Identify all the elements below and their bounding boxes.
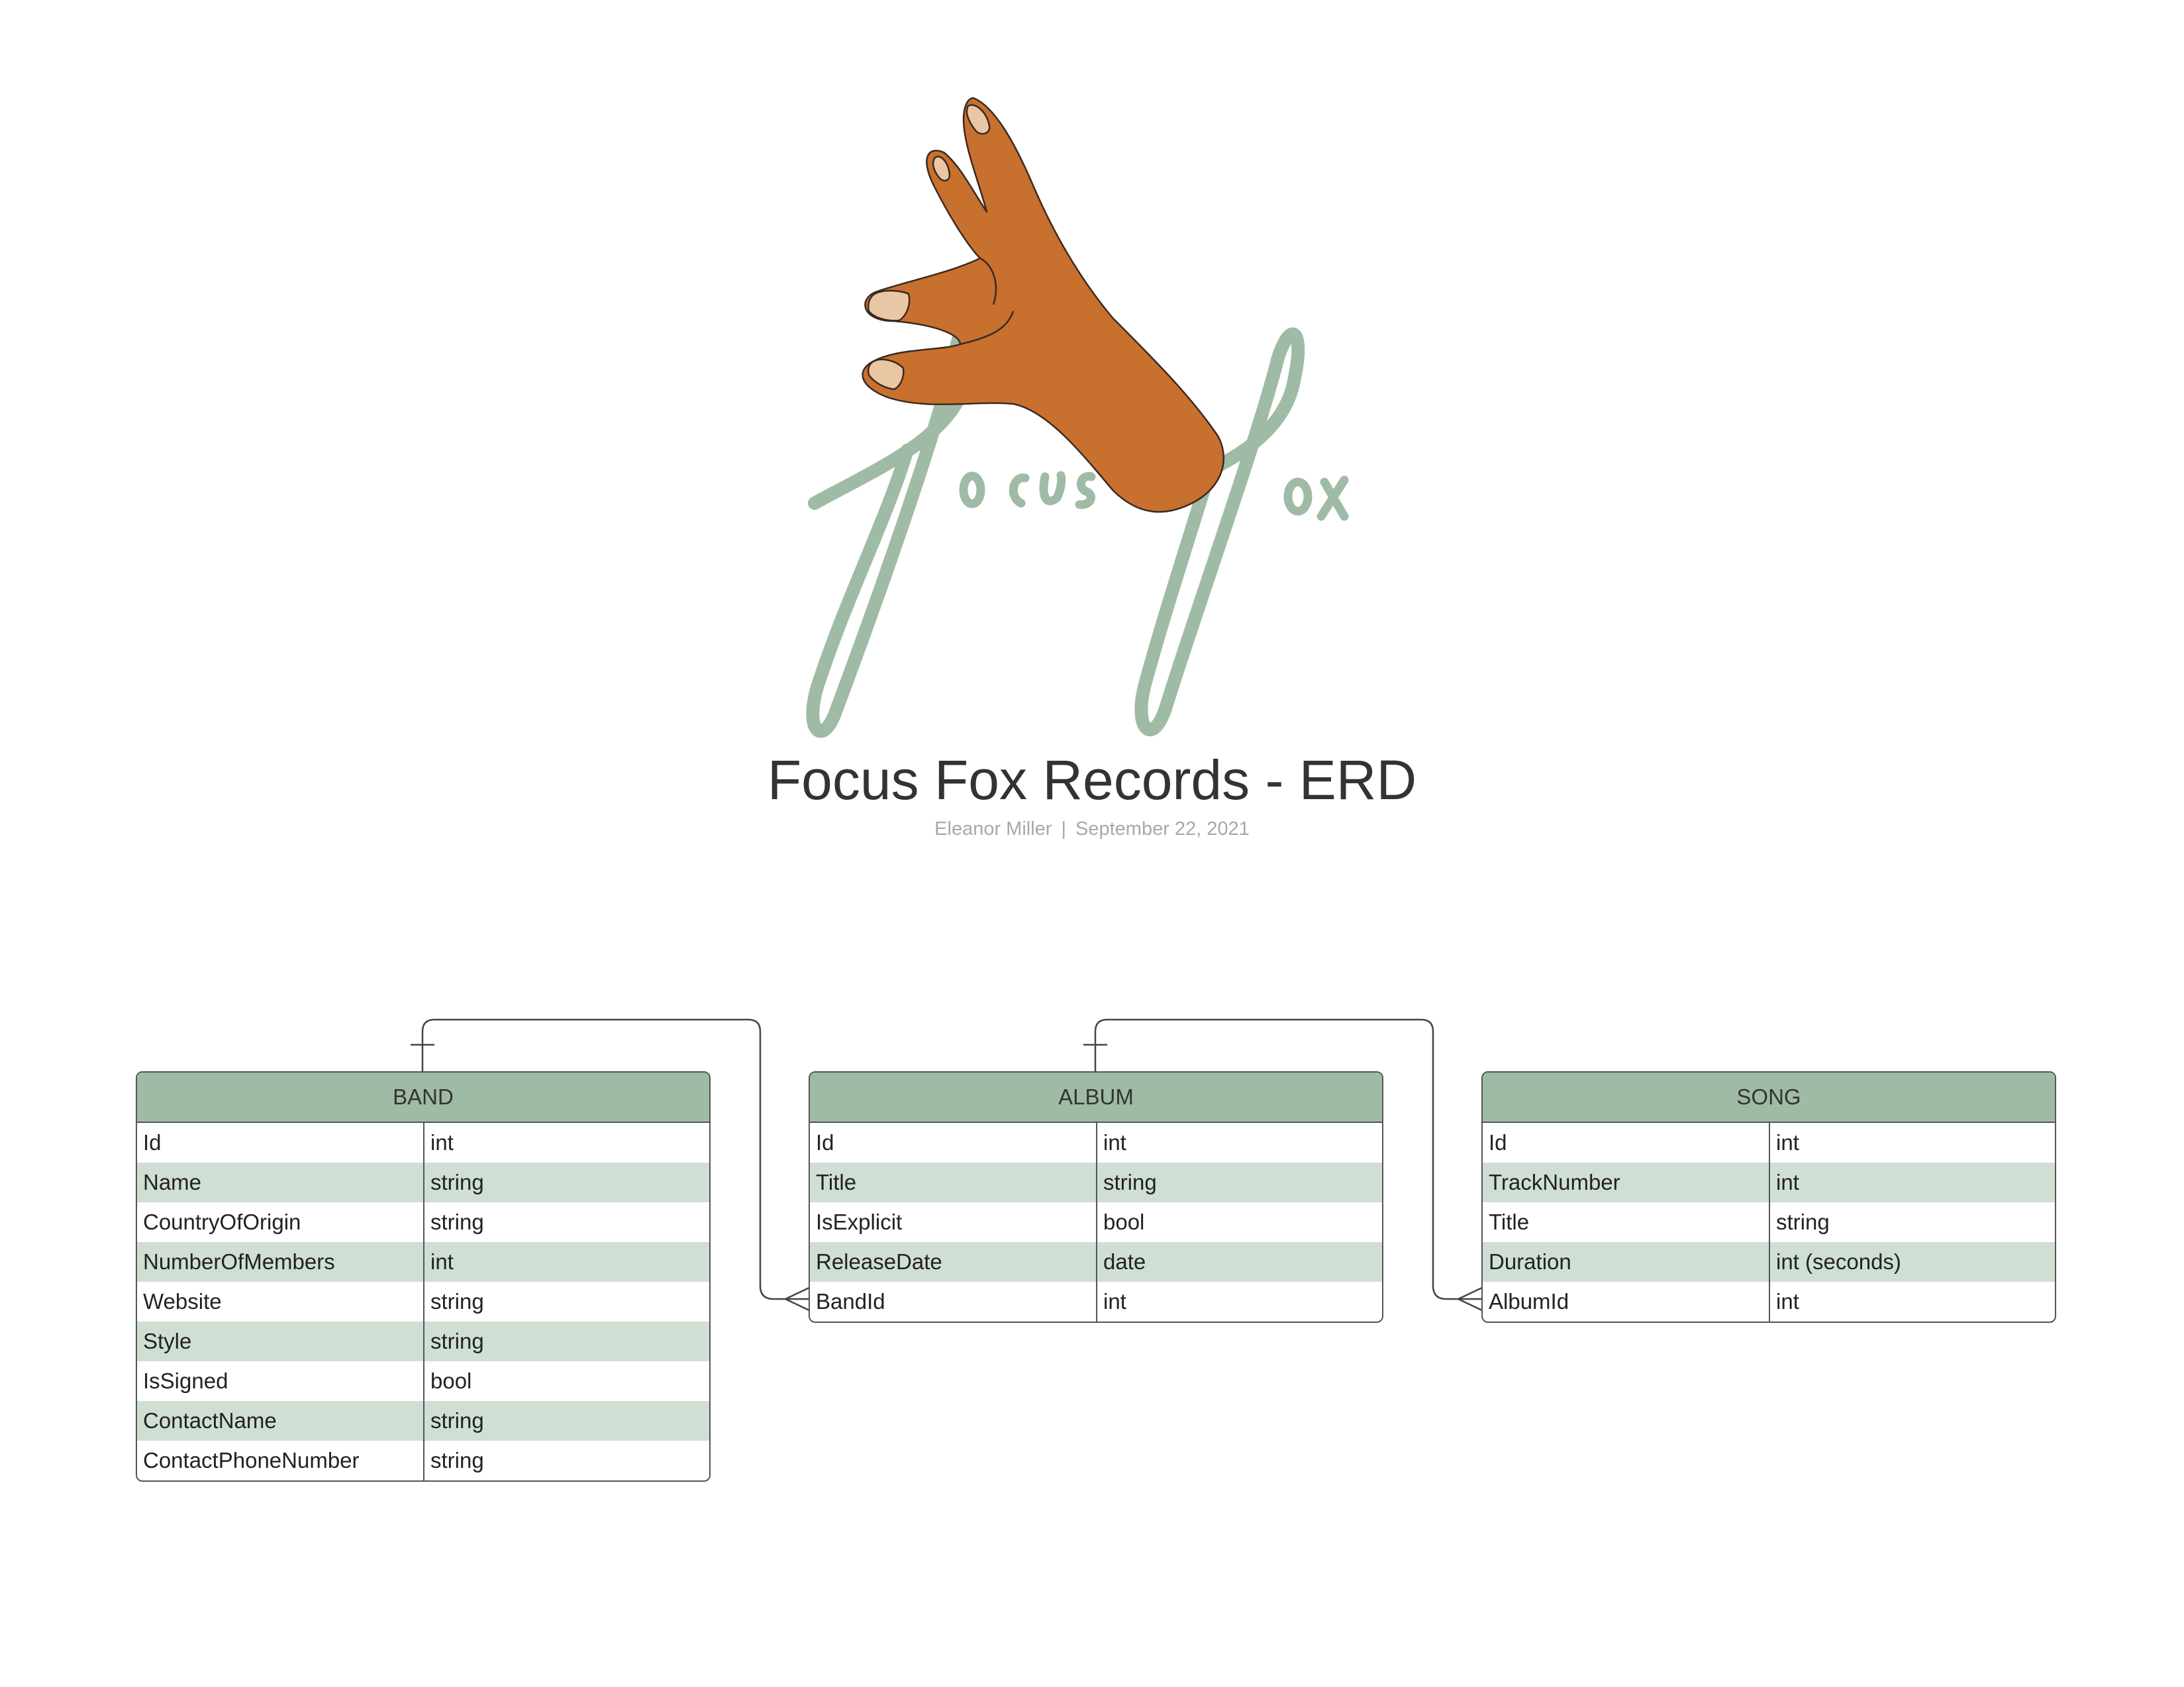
- logo-hand-nail-2: [932, 156, 951, 182]
- field-name: NumberOfMembers: [137, 1242, 424, 1282]
- logo-script-x: [1316, 475, 1349, 521]
- focus-fox-logo: [806, 97, 1349, 738]
- logo-hand-nail-3: [868, 289, 911, 322]
- logo-script-u: [1039, 471, 1066, 506]
- field-name: IsSigned: [137, 1361, 424, 1401]
- field-type: bool: [1103, 1210, 1145, 1234]
- field-name: BandId: [810, 1282, 1097, 1322]
- field-type: string: [1776, 1210, 1830, 1234]
- logo-script-o1: [959, 471, 985, 508]
- field-name: Title: [810, 1163, 1097, 1202]
- field-type: string: [430, 1408, 484, 1433]
- field-name: Name: [137, 1163, 424, 1202]
- field-type: int: [1776, 1289, 1799, 1314]
- field-name: Title: [1483, 1202, 1770, 1242]
- logo-script-c: [1009, 473, 1030, 508]
- field-name: Duration: [1483, 1242, 1770, 1282]
- field-name: Id: [1483, 1123, 1770, 1163]
- field-row[interactable]: TrackNumber int: [1483, 1163, 2055, 1202]
- field-type: string: [430, 1170, 484, 1194]
- field-name: Style: [137, 1322, 424, 1361]
- field-type: int: [1103, 1289, 1126, 1314]
- diagram-subtitle: Eleanor Miller | September 22, 2021: [0, 818, 2184, 840]
- field-type: string: [430, 1448, 484, 1472]
- relationship-band-album: [421, 1018, 811, 1300]
- entity-header: BAND: [137, 1073, 709, 1123]
- field-row[interactable]: AlbumId int: [1483, 1282, 2055, 1322]
- field-type: int: [1776, 1130, 1799, 1155]
- field-name: ContactPhoneNumber: [137, 1441, 424, 1480]
- field-type: int (seconds): [1776, 1249, 1901, 1274]
- field-type: string: [430, 1329, 484, 1353]
- field-type: int: [430, 1249, 454, 1274]
- entity-header: ALBUM: [810, 1073, 1382, 1123]
- diagram-date: September 22, 2021: [1075, 818, 1250, 840]
- field-type: string: [430, 1289, 484, 1314]
- diagram-title: Focus Fox Records - ERD: [767, 749, 1417, 811]
- logo-hand-knuckle-line: [960, 257, 1015, 346]
- logo-script-f2: [1132, 327, 1305, 736]
- field-type: int: [1103, 1130, 1126, 1155]
- field-name: IsExplicit: [810, 1202, 1097, 1242]
- field-name: AlbumId: [1483, 1282, 1770, 1322]
- field-name: CountryOfOrigin: [137, 1202, 424, 1242]
- field-type: string: [1103, 1170, 1157, 1194]
- field-type: string: [430, 1210, 484, 1234]
- field-type: date: [1103, 1249, 1146, 1274]
- many-marker-song: [1456, 1286, 1484, 1312]
- logo-hand-nail-4: [867, 358, 905, 391]
- field-type: int: [1776, 1170, 1799, 1194]
- field-name: Website: [137, 1282, 424, 1322]
- field-name: Id: [137, 1123, 424, 1163]
- field-name: ReleaseDate: [810, 1242, 1097, 1282]
- field-name: Id: [810, 1123, 1097, 1163]
- logo-script-s: [1075, 472, 1096, 509]
- field-type: int: [430, 1130, 454, 1155]
- logo-script-o2: [1283, 477, 1313, 516]
- field-type: bool: [430, 1369, 472, 1393]
- logo-hand: [862, 97, 1225, 513]
- relationship-album-song: [1094, 1018, 1483, 1300]
- logo-hand-nail-1: [966, 104, 991, 135]
- many-marker-album: [783, 1286, 811, 1312]
- field-name: TrackNumber: [1483, 1163, 1770, 1202]
- author-name: Eleanor Miller: [934, 818, 1052, 840]
- subtitle-separator: |: [1061, 818, 1067, 840]
- field-name: ContactName: [137, 1401, 424, 1441]
- entity-header: SONG: [1483, 1073, 2055, 1123]
- field-row[interactable]: BandId int: [810, 1282, 1382, 1322]
